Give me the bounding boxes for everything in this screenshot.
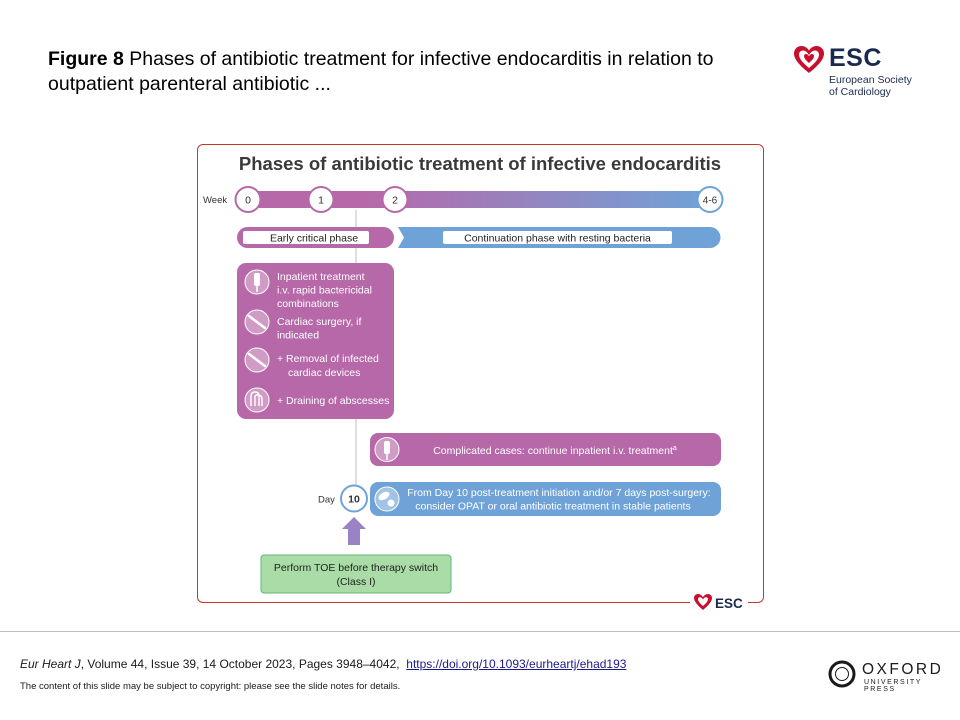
iv-bag-icon (244, 269, 270, 295)
toe-box: Perform TOE before therapy switch (Class… (260, 554, 452, 594)
week-label: Week (203, 195, 227, 206)
abscess-draining-item: + Draining of abscesses (244, 387, 389, 413)
figure-frame (197, 144, 764, 603)
early-critical-phase-bar: Early critical phase (237, 227, 394, 248)
corner-esc-word: ESC (715, 596, 743, 611)
doi-link[interactable]: https://doi.org/10.1093/eurheartj/ehad19… (406, 657, 627, 671)
week-marker-2: 2 (381, 186, 409, 213)
complicated-cases-text: Complicated cases: continue inpatient i.… (433, 445, 677, 457)
complicated-cases-superscript: a (673, 445, 677, 452)
drain-tube-icon (244, 387, 270, 413)
opat-bar: From Day 10 post-treatment initiation an… (370, 482, 721, 516)
iv-bag-icon (374, 437, 400, 462)
heart-logo-icon (794, 46, 824, 73)
scalpel-icon (244, 309, 270, 335)
footer-divider (0, 631, 960, 632)
abscess-draining-line: + Draining of abscesses (277, 395, 389, 407)
device-removal-line-1: + Removal of infected (277, 353, 379, 365)
complicated-cases-bar: Complicated cases: continue inpatient i.… (370, 433, 721, 466)
figure-caption: Phases of antibiotic treatment for infec… (48, 48, 714, 95)
oxford-press: UNIVERSITY PRESS (864, 679, 922, 693)
continuation-phase-label: Continuation phase with resting bacteria (464, 233, 651, 245)
cardiac-surgery-line-1: Cardiac surgery, if (277, 316, 361, 328)
oxford-name: OXFORD (862, 661, 944, 678)
inpatient-line-2: i.v. rapid bactericidal (277, 285, 372, 297)
copyright-notice: The content of this slide may be subject… (20, 681, 401, 692)
toe-line-1: Perform TOE before therapy switch (274, 562, 438, 574)
toe-line-2: (Class I) (336, 576, 375, 588)
timeline-bar (243, 191, 713, 208)
pills-icon (374, 486, 400, 512)
corner-esc-logo: ESC (690, 592, 748, 612)
day-label: Day (318, 495, 335, 506)
inpatient-treatment-item: Inpatient treatment i.v. rapid bacterici… (244, 269, 372, 310)
esc-logo-subtitle-line2: of Cardiology (829, 86, 891, 98)
figure-number: Figure 8 (48, 48, 124, 70)
oxford-logo: OXFORD UNIVERSITY PRESS (828, 660, 948, 693)
esc-logo-subtitle: European Society of Cardiology (829, 74, 912, 98)
up-arrow (342, 517, 366, 545)
citation-details: , Volume 44, Issue 39, 14 October 2023, … (80, 657, 400, 671)
opat-line-1: From Day 10 post-treatment initiation an… (407, 487, 710, 499)
opat-line-2: consider OPAT or oral antibiotic treatme… (415, 501, 690, 513)
heart-logo-icon (694, 594, 712, 610)
week-marker-2-label: 2 (392, 195, 398, 207)
day-10-marker (340, 484, 368, 513)
day-10-label: 10 (348, 494, 360, 506)
continuation-phase-bar: Continuation phase with resting bacteria (398, 227, 721, 248)
early-interventions-box (237, 263, 394, 419)
inpatient-line-3: combinations (277, 298, 339, 310)
cardiac-surgery-line-2: indicated (277, 330, 319, 342)
cardiac-surgery-item: Cardiac surgery, if indicated (244, 309, 361, 342)
week-marker-0: 0 (234, 186, 262, 213)
early-phase-label: Early critical phase (270, 233, 358, 245)
diagram-title: Phases of antibiotic treatment of infect… (239, 153, 721, 174)
citation: Eur Heart J, Volume 44, Issue 39, 14 Oct… (20, 657, 626, 671)
slide-title: Figure 8 Phases of antibiotic treatment … (48, 47, 748, 97)
complicated-cases-main: Complicated cases: continue inpatient i.… (433, 445, 673, 457)
inpatient-line-1: Inpatient treatment (277, 271, 365, 283)
device-removal-item: + Removal of infected cardiac devices (244, 347, 379, 379)
journal-name: Eur Heart J (20, 657, 81, 671)
esc-logo-word: ESC (829, 44, 882, 72)
week-marker-4-6: 4-6 (696, 186, 724, 213)
esc-logo: ESC European Society of Cardiology (793, 44, 933, 104)
week-marker-4-6-label: 4-6 (703, 196, 718, 207)
scalpel-icon (244, 347, 270, 373)
week-marker-1-label: 1 (318, 195, 324, 207)
esc-logo-subtitle-line1: European Society (829, 74, 912, 86)
device-removal-line-2: cardiac devices (288, 367, 360, 379)
week-marker-1: 1 (307, 186, 335, 213)
week-marker-0-label: 0 (245, 195, 251, 207)
oxford-emblem-icon (828, 660, 856, 688)
